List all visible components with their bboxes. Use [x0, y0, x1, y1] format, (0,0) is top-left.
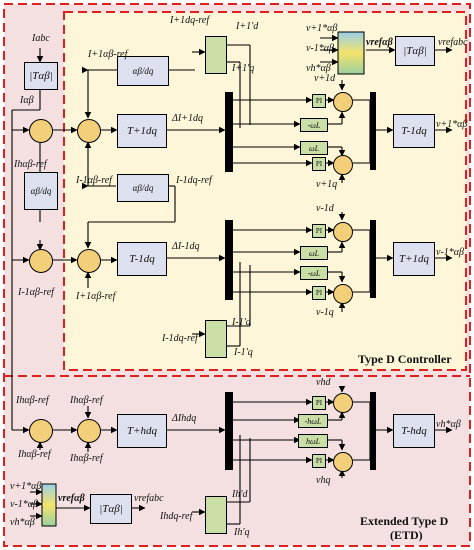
- sum-junction-4: [77, 249, 101, 273]
- sum-junction-neg-d: [333, 222, 353, 242]
- inv-park-neg-block: T+1dq: [393, 242, 435, 276]
- label-ref-h-ab: Ihαβ-ref: [14, 159, 47, 170]
- label-ref-h-ab-etd3: Ihαβ-ref: [18, 449, 51, 460]
- label-ref-h-ab-etd4: Ihαβ-ref: [70, 453, 103, 464]
- label-top-vref-ab: vrefαβ: [366, 37, 393, 48]
- park-neg-block: T-1dq: [117, 242, 167, 276]
- omega-l-pos: ωL: [300, 141, 328, 155]
- sum-junction-h-q: [333, 452, 353, 472]
- sub-block-pos: [205, 36, 227, 74]
- sum-junction-3: [29, 249, 53, 273]
- park-pos-block: T+1dq: [117, 114, 167, 148]
- label-ref-neg-dq2: I-1dq-ref: [162, 333, 198, 344]
- mux-bar-neg: [370, 220, 376, 298]
- label-ref-neg2: I-1αβ-ref: [18, 287, 54, 298]
- sum-junction-pos-q: [333, 155, 353, 175]
- label-id-pos: I+1'd: [236, 21, 259, 32]
- label-top-vpos: v+1*αβ: [306, 23, 338, 34]
- label-ref-h-ab-etd: Ihαβ-ref: [16, 395, 49, 406]
- label-id-h: Ih'd: [232, 489, 248, 500]
- inv-park-pos-block: T-1dq: [393, 114, 435, 148]
- label-ref-pos2: I+1αβ-ref: [76, 291, 116, 302]
- label-top-vneg: v-1*αβ: [306, 43, 334, 54]
- label-delta-pos: ΔI+1dq: [172, 113, 203, 124]
- ab-dq-block-left: αβ/dq: [24, 172, 58, 210]
- etd-title-line2: (ETD): [390, 528, 423, 542]
- label-ref-neg-ab: I-1αβ-ref: [76, 175, 112, 186]
- label-vd-neg: v-1d: [316, 203, 334, 214]
- sub-block-h: [205, 496, 227, 534]
- label-ref-pos-dq: I+1dq-ref: [170, 15, 210, 26]
- inv-clarke-top-block: |Tαβ|: [395, 36, 435, 66]
- label-v-ab-h: vh*αβ: [436, 419, 461, 430]
- label-bottom-vneg: v-1*αβ: [10, 499, 38, 510]
- omega-l-neg: ωL: [300, 246, 328, 260]
- omega-l-neg-neg: -ωL: [300, 266, 328, 280]
- inv-park-h-block: T-hdq: [393, 414, 435, 448]
- label-vd-h: vhd: [316, 377, 331, 388]
- label-v-ab-pos: v+1*αβ: [436, 119, 468, 130]
- inv-clarke-bottom-block: |Tαβ|: [90, 494, 132, 524]
- demux-bar-pos: [225, 92, 233, 172]
- label-bottom-vref-ab: vrefαβ: [58, 493, 85, 504]
- label-i-ab: Iαβ: [20, 95, 34, 106]
- sub-block-neg: [205, 320, 227, 358]
- sum-junction-pos-d: [333, 92, 353, 112]
- label-iq-h: Ih'q: [234, 527, 250, 538]
- label-top-vh: vh*αβ: [306, 63, 331, 74]
- pi-block-neg: PI: [312, 224, 326, 238]
- label-delta-neg: ΔI-1dq: [172, 241, 200, 252]
- controller-title: Type D Controller: [358, 352, 452, 366]
- clarke-block: |Tαβ|: [24, 62, 58, 90]
- ab-dq-block-mid: αβ/dq: [117, 174, 169, 202]
- demux-bar-h: [225, 392, 233, 470]
- h-omega-l-neg: -hωL: [298, 414, 328, 428]
- label-ref-h-ab-etd2: Ihαβ-ref: [70, 395, 103, 406]
- label-bottom-vpos: v+1*αβ: [10, 481, 42, 492]
- sum-junction-h-d: [333, 393, 353, 413]
- pi-block-pos: PI: [312, 94, 326, 108]
- label-iq-neg: I-1'q: [234, 347, 253, 358]
- etd-title-line1: Extended Type D: [360, 514, 449, 528]
- demux-bar-neg: [225, 220, 233, 300]
- pi-block-h: PI: [312, 396, 326, 410]
- label-i-abc: Iabc: [32, 33, 50, 44]
- vref-mux-top: [337, 31, 365, 75]
- sum-junction-6: [77, 419, 101, 443]
- label-ref-neg-dq: I-1dq-ref: [176, 175, 212, 186]
- mux-bar-h: [370, 392, 376, 470]
- label-delta-h: ΔIhdq: [172, 413, 197, 424]
- label-vq-h: vhq: [316, 475, 331, 486]
- sum-junction-5: [29, 419, 53, 443]
- pi-block-pos-q: PI: [312, 157, 326, 171]
- label-ref-pos-ab: I+1αβ-ref: [88, 49, 128, 60]
- label-vq-neg: v-1q: [316, 307, 334, 318]
- label-iq-pos: I+1'q: [232, 63, 255, 74]
- sum-junction-2: [77, 119, 101, 143]
- label-bottom-vref-abc: vrefabc: [134, 493, 164, 504]
- vref-mux-bottom: [41, 483, 57, 527]
- label-ref-h-dq: Ihdq-ref: [160, 511, 193, 522]
- h-omega-l: hωL: [298, 434, 328, 448]
- ab-dq-block-top: αβ/dq: [117, 56, 169, 86]
- label-vd-pos: v+1d: [314, 73, 336, 84]
- sum-junction-1: [29, 119, 53, 143]
- label-v-ab-neg: v-1*αβ: [436, 247, 464, 258]
- label-top-vref-abc: vrefabc: [438, 37, 468, 48]
- pi-block-neg-q: PI: [312, 286, 326, 300]
- omega-l-pos-neg: -ωL: [300, 118, 328, 132]
- label-id-neg: I-1'd: [232, 317, 251, 328]
- label-vq-pos: v+1q: [316, 179, 338, 190]
- pi-block-h-q: PI: [312, 454, 326, 468]
- mux-bar-pos: [370, 92, 376, 170]
- label-bottom-vh: vh*αβ: [10, 517, 35, 528]
- sum-junction-neg-q: [333, 284, 353, 304]
- park-h-block: T+hdq: [117, 414, 167, 448]
